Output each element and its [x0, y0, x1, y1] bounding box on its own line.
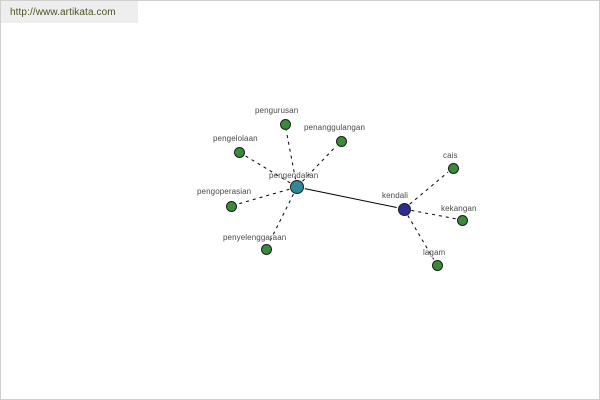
- graph-node-pengelolaan[interactable]: [233, 146, 245, 158]
- graph-edge: [409, 171, 449, 205]
- graph-edge: [302, 145, 337, 182]
- url-text: http://www.artikata.com: [10, 6, 116, 18]
- graph-node-pengendalian[interactable]: [290, 180, 304, 194]
- url-bar: http://www.artikata.com: [1, 1, 138, 23]
- graph-node-label-kekangan: kekangan: [441, 204, 477, 213]
- graph-node-label-cais: cais: [443, 151, 458, 160]
- graph-node-cais[interactable]: [447, 162, 459, 174]
- graph-node-label-penyelenggaraan: penyelenggaraan: [223, 233, 287, 242]
- graph-node-label-pengoperasian: pengoperasian: [197, 187, 252, 196]
- graph-node-penyelenggaraan[interactable]: [260, 243, 272, 255]
- graph-node-kendali[interactable]: [397, 202, 411, 216]
- graph-edge: [285, 130, 296, 180]
- graph-node-kekangan[interactable]: [456, 214, 468, 226]
- graph-edge: [244, 154, 291, 184]
- graph-node-pengoperasian[interactable]: [225, 200, 237, 212]
- graph-edge: [237, 188, 290, 205]
- graph-node-label-pengurusan: pengurusan: [255, 106, 299, 115]
- graph-edge: [407, 215, 435, 260]
- graph-node-label-lagam: lagam: [423, 248, 446, 257]
- graph-node-pengurusan[interactable]: [279, 118, 291, 130]
- graph-node-label-pengelolaan: pengelolaan: [213, 134, 258, 143]
- graph-node-label-pengendalian: pengendalian: [269, 171, 319, 180]
- graph-node-penanggulangan[interactable]: [335, 135, 347, 147]
- graph-node-label-kendali: kendali: [382, 191, 409, 200]
- graph-edge: [304, 188, 397, 208]
- graph-node-lagam[interactable]: [431, 259, 443, 271]
- graph-edge: [411, 209, 456, 220]
- graph-node-label-penanggulangan: penanggulangan: [304, 123, 366, 132]
- graph-edge: [268, 193, 294, 244]
